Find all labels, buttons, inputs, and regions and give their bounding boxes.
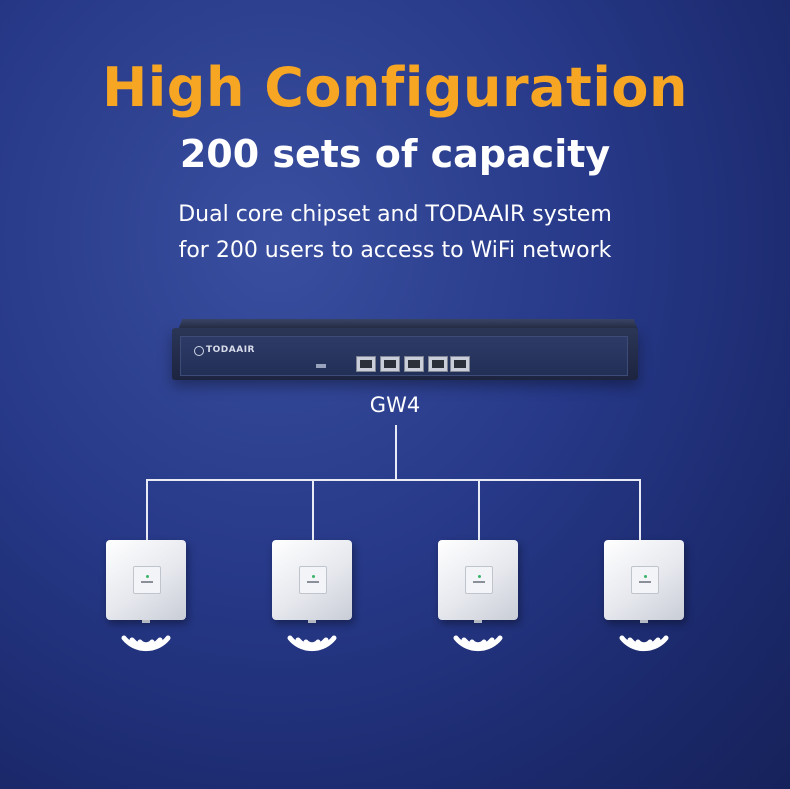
ap-mount-tab (474, 620, 482, 623)
drop-line (639, 479, 641, 541)
ethernet-port-icon (356, 356, 376, 372)
ethernet-port-icon (450, 356, 470, 372)
ap-logo-icon (141, 581, 153, 583)
subheadline: 200 sets of capacity (179, 132, 611, 176)
description-line-1: Dual core chipset and TODAAIR system (178, 202, 612, 227)
access-point (272, 540, 352, 623)
ap-panel (465, 566, 493, 594)
ap-mount-tab (142, 620, 150, 623)
wifi-signal-icon (619, 635, 669, 652)
wifi-signal-icon (453, 635, 503, 652)
ap-logo-icon (307, 581, 319, 583)
ap-logo-icon (473, 581, 485, 583)
trunk-line (395, 425, 397, 480)
ap-panel (631, 566, 659, 594)
drop-line (312, 479, 314, 541)
status-led-icon (644, 575, 647, 578)
ap-logo-icon (639, 581, 651, 583)
status-led-icon (146, 575, 149, 578)
ethernet-port-icon (380, 356, 400, 372)
ap-panel (299, 566, 327, 594)
status-led-icon (478, 575, 481, 578)
wifi-signal-icon (287, 635, 337, 652)
status-led-icon (312, 575, 315, 578)
description-line-2: for 200 users to access to WiFi network (178, 238, 612, 263)
access-point (106, 540, 186, 623)
drop-line (478, 479, 480, 541)
access-point (604, 540, 684, 623)
bus-line (146, 479, 641, 481)
ap-mount-tab (640, 620, 648, 623)
headline: High Configuration (102, 56, 688, 119)
router-brand: TODAAIR (206, 345, 255, 355)
router-label: GW4 (369, 393, 421, 417)
router-logo-icon (194, 346, 204, 356)
wifi-signal-icon (121, 635, 171, 652)
ethernet-port-icon (428, 356, 448, 372)
ap-panel (133, 566, 161, 594)
ap-mount-tab (308, 620, 316, 623)
drop-line (146, 479, 148, 541)
ethernet-port-icon (404, 356, 424, 372)
access-point (438, 540, 518, 623)
usb-port-icon (316, 364, 326, 368)
